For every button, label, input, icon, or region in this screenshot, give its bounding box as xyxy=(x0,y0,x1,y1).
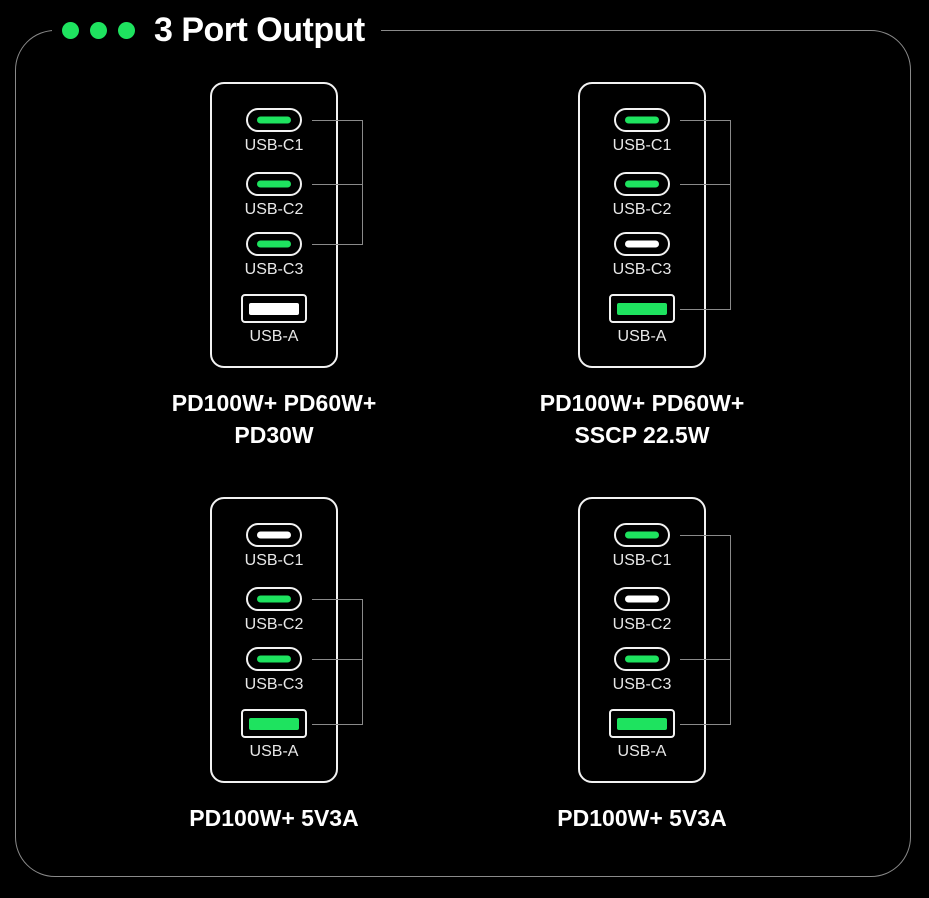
header: 3 Port Output xyxy=(52,8,381,52)
usb-a-port-icon xyxy=(241,294,307,323)
caption-line: PD100W+ PD60W+ xyxy=(171,390,377,416)
port-label: USB-C3 xyxy=(244,260,304,278)
active-indicator xyxy=(257,180,291,187)
active-indicator xyxy=(257,595,291,602)
usb-a-port-icon xyxy=(241,709,307,738)
usb-c-port-icon xyxy=(614,586,670,611)
usb-c-port-icon xyxy=(246,171,302,196)
active-indicator xyxy=(257,240,291,247)
port-label: USB-C2 xyxy=(244,200,304,218)
connector-line xyxy=(680,120,730,122)
active-indicator xyxy=(625,531,659,538)
port-label: USB-C3 xyxy=(612,675,672,693)
usb-c-port-icon xyxy=(246,107,302,132)
output-frame xyxy=(15,30,911,877)
port-label: USB-C2 xyxy=(612,200,672,218)
connector-line xyxy=(730,120,732,310)
usb-a-port-icon xyxy=(609,709,675,738)
inactive-indicator xyxy=(257,531,291,538)
usb-c-port-icon xyxy=(614,231,670,256)
output-caption: PD100W+ PD60W+ SSCP 22.5W xyxy=(462,387,822,451)
green-dot-icon xyxy=(90,21,107,39)
port-label: USB-A xyxy=(617,327,667,345)
caption-line: PD30W xyxy=(234,422,314,448)
usb-c-port-icon xyxy=(614,646,670,671)
inactive-indicator xyxy=(625,240,659,247)
usb-c-port-icon xyxy=(246,522,302,547)
usb-a-port-icon xyxy=(609,294,675,323)
connector-line xyxy=(680,724,730,726)
connector-line xyxy=(362,120,364,245)
port-label: USB-C3 xyxy=(244,675,304,693)
active-indicator xyxy=(249,717,299,730)
usb-c-port-icon xyxy=(614,522,670,547)
active-indicator xyxy=(625,180,659,187)
usb-c-port-icon xyxy=(246,646,302,671)
output-caption: PD100W+ 5V3A xyxy=(94,802,454,834)
port-label: USB-A xyxy=(617,742,667,760)
port-label: USB-C2 xyxy=(612,615,672,633)
connector-line xyxy=(312,724,362,726)
connector-line xyxy=(312,659,362,661)
usb-c-port-icon xyxy=(246,231,302,256)
port-label: USB-A xyxy=(249,742,299,760)
caption-line: SSCP 22.5W xyxy=(574,422,710,448)
inactive-indicator xyxy=(249,302,299,315)
connector-line xyxy=(312,120,362,122)
connector-line xyxy=(680,184,730,186)
connector-line xyxy=(312,244,362,246)
active-indicator xyxy=(625,655,659,662)
caption-line: PD100W+ 5V3A xyxy=(557,805,727,831)
output-caption: PD100W+ 5V3A xyxy=(462,802,822,834)
usb-c-port-icon xyxy=(614,171,670,196)
port-label: USB-C1 xyxy=(612,136,672,154)
caption-line: PD100W+ PD60W+ xyxy=(539,390,745,416)
active-indicator xyxy=(257,116,291,123)
output-caption: PD100W+ PD60W+ PD30W xyxy=(94,387,454,451)
connector-line xyxy=(680,659,730,661)
green-dot-icon xyxy=(62,21,79,39)
connector-line xyxy=(730,535,732,725)
port-label: USB-A xyxy=(249,327,299,345)
port-label: USB-C1 xyxy=(244,551,304,569)
port-label: USB-C3 xyxy=(612,260,672,278)
caption-line: PD100W+ 5V3A xyxy=(189,805,359,831)
connector-line xyxy=(312,184,362,186)
inactive-indicator xyxy=(625,595,659,602)
green-dot-icon xyxy=(118,21,135,39)
connector-line xyxy=(312,599,362,601)
port-label: USB-C2 xyxy=(244,615,304,633)
connector-line xyxy=(680,535,730,537)
connector-line xyxy=(680,309,730,311)
active-indicator xyxy=(257,655,291,662)
usb-c-port-icon xyxy=(614,107,670,132)
page-title: 3 Port Output xyxy=(154,10,365,49)
active-indicator xyxy=(617,717,667,730)
port-label: USB-C1 xyxy=(612,551,672,569)
port-label: USB-C1 xyxy=(244,136,304,154)
active-indicator xyxy=(625,116,659,123)
active-indicator xyxy=(617,302,667,315)
usb-c-port-icon xyxy=(246,586,302,611)
connector-line xyxy=(362,599,364,725)
